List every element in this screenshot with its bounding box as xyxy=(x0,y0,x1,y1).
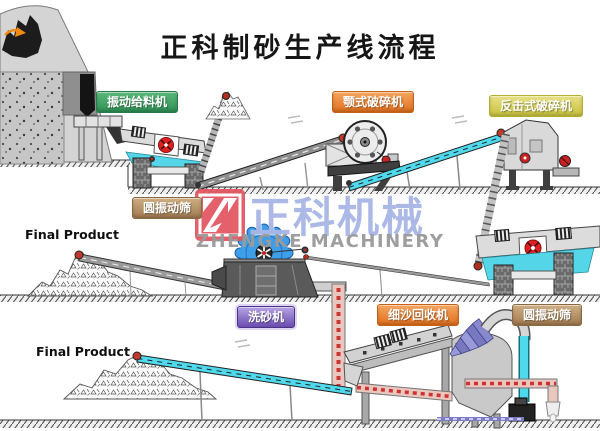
vibrating-feeder-illustration xyxy=(73,115,130,161)
fine-sand-recycler-illustration xyxy=(343,309,561,429)
label-sand-washer: 洗砂机 xyxy=(237,306,296,329)
diagram-title: 正科制砂生产线流程 xyxy=(160,33,440,64)
annotation-final-product-upper: Final Product xyxy=(25,227,119,242)
waste-water-pipe xyxy=(303,281,347,391)
label-circular-screen-lower: 圆振动筛 xyxy=(512,304,583,327)
label-impact-crusher: 反击式破碎机 xyxy=(489,95,584,118)
label-jaw-crusher: 颚式破碎机 xyxy=(332,91,415,114)
label-vibrating-feeder: 振动给料机 xyxy=(96,91,179,114)
watermark-brand-cn: 正科机械 xyxy=(249,193,426,242)
watermark-brand-en: ZHENGKE MACHINERY xyxy=(196,231,445,252)
screen-discharge-belt xyxy=(303,254,490,298)
annotation-final-product-lower: Final Product xyxy=(36,344,130,359)
sand-washer-illustration xyxy=(211,223,319,298)
stockpile-conveyor-illustration xyxy=(197,91,251,174)
product-conveyor-lower xyxy=(132,339,364,422)
label-circular-screen-upper: 圆振动筛 xyxy=(132,197,203,220)
impact-crusher-illustration xyxy=(503,119,580,190)
circular-screen-upper-illustration xyxy=(119,125,207,189)
label-fine-sand-recycler: 细沙回收机 xyxy=(377,304,460,327)
quarry-illustration xyxy=(0,5,113,165)
circular-screen-lower-illustration xyxy=(475,225,600,296)
